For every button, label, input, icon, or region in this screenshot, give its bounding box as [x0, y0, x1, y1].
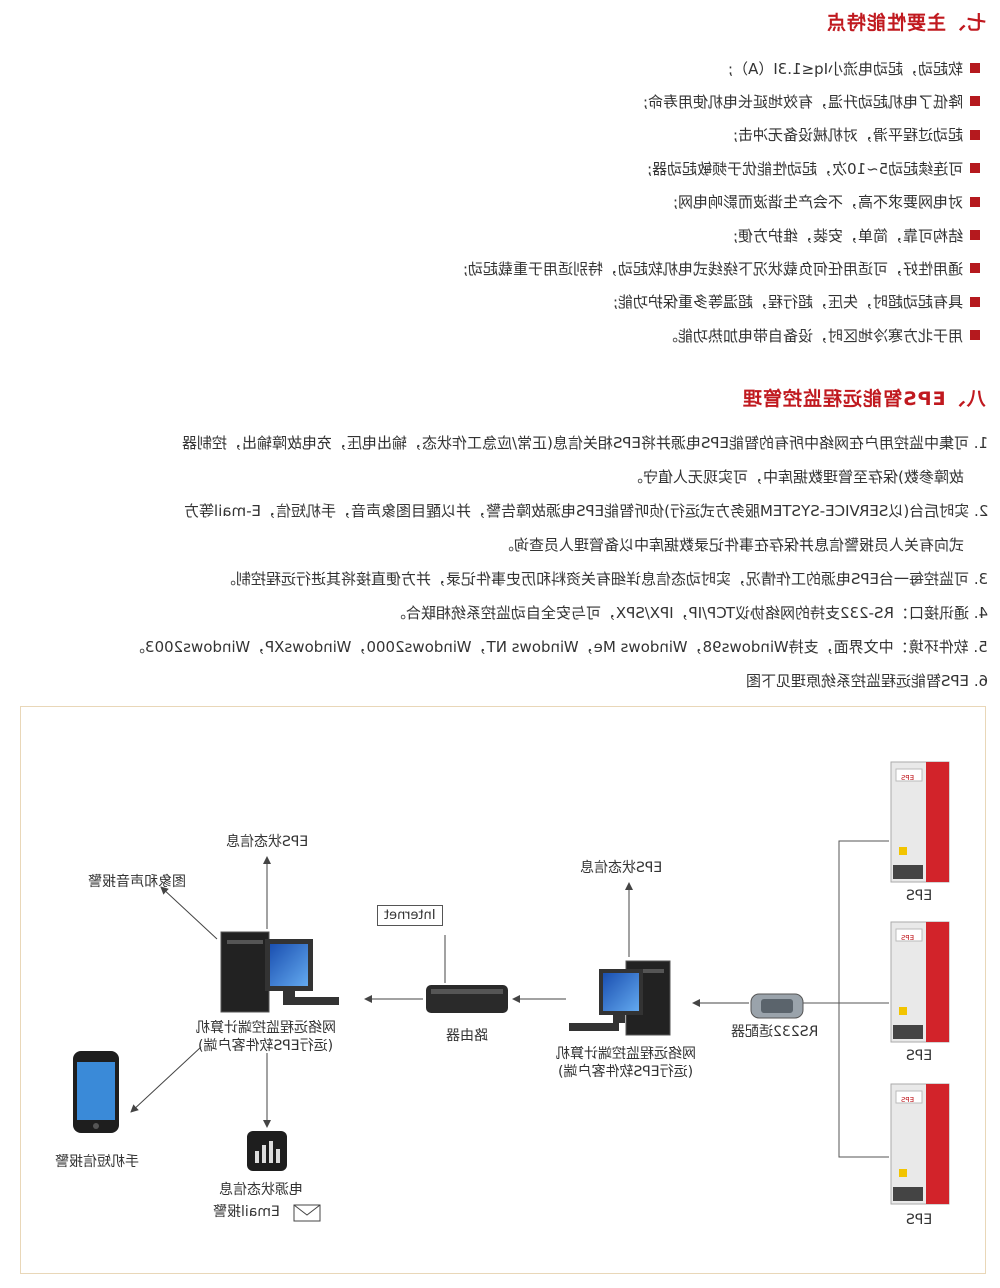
right-client-line1: 网络远程监控端计算机 — [556, 1046, 696, 1062]
bullet-square-icon — [970, 96, 980, 107]
feature-item-text: 结构可靠，简单，安装，维护方便; — [732, 226, 963, 245]
feature-item-text: 用于北方寒冷地区时，设备自带电加热功能。 — [662, 326, 963, 345]
cabinet-bracket — [803, 840, 889, 1158]
eps-feature-line: 故障参数)保存至管理数据库中，可实现无人值守。 — [628, 464, 964, 488]
email-alarm-text: Email报警 — [212, 1204, 280, 1220]
router-label: 路由器 — [427, 1027, 507, 1045]
internet-label-text: Internet — [384, 908, 436, 923]
email-icon — [293, 1204, 321, 1222]
feature-item: 降低了电机起动升温，有效地延长电机使用寿命; — [643, 89, 980, 113]
left-client-line1: 网络远程监控端计算机 — [196, 1020, 336, 1036]
feature-item-text: 软起动，起动电流小Iq≤1.3I（A）; — [727, 59, 963, 78]
router-label-text: 路由器 — [446, 1028, 488, 1044]
eps-feature-text: 2. 实时后台(以SERVICE-SYSTEM服务方式运行)侦听智能EPS电源故… — [183, 501, 988, 520]
system-diagram: EPS EPS EPS EPS EPS EPS RS232适配器 EPS状态信息… — [20, 706, 986, 1274]
cabinet-badge-2-text: EPS — [901, 934, 915, 942]
feature-item-text: 通用性好，可适用任何负载状况下绕线式电机软起动，特别适用于重载起动; — [462, 259, 963, 278]
cabinet-badge-3-text: EPS — [901, 1096, 915, 1104]
image-alarm-label: 图象和声音报警 — [67, 873, 207, 891]
section8-title: 八、EPS智能远程监控管理 — [742, 384, 986, 411]
eps-feature-text: 5. 软件环境：中文界面，支持Windows98，Windows Me，Wind… — [130, 637, 988, 656]
eps-feature-text: 6. EPS智能远程监控系统原理见下图 — [745, 671, 988, 690]
left-client-label: 网络远程监控端计算机 (运行EPS软件客户端) — [171, 1019, 361, 1055]
eps-label-3: EPS — [899, 1211, 939, 1229]
sms-alarm-label: 手机短信报警 — [37, 1153, 157, 1171]
eps-feature-text: 4. 通讯接口：RS-232支持的网络协议TCP/IP，IPX/SPX，可与安全… — [390, 603, 988, 622]
computer-left-icon — [220, 931, 339, 1013]
feature-item-text: 具有起动超时，失压，超行程，超温等多重保护功能; — [612, 293, 963, 312]
left-client-line2: (运行EPS软件客户端) — [198, 1038, 334, 1054]
cabinet-badge-1: EPS — [897, 769, 919, 787]
feature-item: 对电网要求不高，不会产生谐波而影响电网; — [673, 190, 980, 214]
eps-feature-text: 式向有关人员报警信息并保存在事件记录数据库中以备管理人员查询。 — [498, 535, 964, 554]
right-client-label: 网络远程监控端计算机 (运行EPS软件客户端) — [531, 1045, 721, 1081]
eps-feature-line: 2. 实时后台(以SERVICE-SYSTEM服务方式运行)侦听智能EPS电源故… — [184, 498, 988, 522]
router-icon — [426, 985, 508, 1013]
left-status-label: EPS状态信息 — [207, 833, 327, 851]
feature-item: 结构可靠，简单，安装，维护方便; — [733, 223, 980, 247]
power-status-text: 电源状态信息 — [219, 1182, 303, 1198]
bullet-square-icon — [970, 296, 980, 307]
eps-feature-text: 故障参数)保存至管理数据库中，可实现无人值守。 — [628, 467, 964, 486]
eps-cabinet-2 — [890, 921, 950, 1043]
bullet-square-icon — [970, 163, 980, 174]
bullet-square-icon — [970, 330, 980, 341]
power-status-label: 电源状态信息 — [201, 1181, 321, 1199]
right-client-line2: (运行EPS软件客户端) — [558, 1064, 694, 1080]
bullet-square-icon — [970, 63, 980, 73]
eps-label-1: EPS — [899, 887, 939, 905]
eps-label-2-text: EPS — [905, 1048, 933, 1064]
eps-feature-line: 6. EPS智能远程监控系统原理见下图 — [746, 668, 988, 692]
eps-feature-line: 4. 通讯接口：RS-232支持的网络协议TCP/IP，IPX/SPX，可与安全… — [391, 600, 988, 624]
eps-cabinet-1 — [890, 761, 950, 883]
eps-feature-line: 3. 可监控每一台EPS电源的工作情况，实时动态信息详细有关资料和历史事件记录，… — [221, 566, 988, 590]
feature-item-text: 降低了电机起动升温，有效地延长电机使用寿命; — [642, 92, 963, 111]
section8-title-text: 八、EPS智能远程监控管理 — [742, 388, 986, 410]
eps-feature-text: 1. 可集中监控用户在网络中所有的智能EPS电源并将EPS相关信息(正常/应急工… — [181, 433, 988, 452]
eps-label-1-text: EPS — [905, 888, 933, 904]
eps-cabinet-3 — [890, 1083, 950, 1205]
sms-alarm-text: 手机短信报警 — [55, 1154, 139, 1170]
left-status-text: EPS状态信息 — [225, 834, 309, 850]
cabinet-badge-3: EPS — [897, 1091, 919, 1109]
bullet-square-icon — [970, 263, 980, 274]
rs232-label-text: RS232适配器 — [731, 1024, 819, 1040]
power-status-icon — [247, 1131, 287, 1171]
eps-feature-line: 5. 软件环境：中文界面，支持Windows98，Windows Me，Wind… — [130, 634, 988, 658]
cabinet-badge-2: EPS — [897, 929, 919, 947]
phone-icon — [73, 1051, 119, 1133]
feature-item: 软起动，起动电流小Iq≤1.3I（A）; — [728, 56, 980, 80]
feature-item: 起动过程平滑，对机械设备无冲击; — [733, 123, 980, 147]
feature-item: 具有起动超时，失压，超行程，超温等多重保护功能; — [613, 290, 980, 314]
eps-feature-text: 3. 可监控每一台EPS电源的工作情况，实时动态信息详细有关资料和历史事件记录，… — [220, 569, 988, 588]
bullet-square-icon — [970, 196, 980, 207]
diagram-graphics — [73, 761, 950, 1222]
section7-title: 七、主要性能特点 — [826, 8, 986, 35]
rs232-label: RS232适配器 — [715, 1023, 835, 1041]
rs232-adapter-icon — [750, 993, 804, 1019]
feature-item: 通用性好，可适用任何负载状况下绕线式电机软起动，特别适用于重载起动; — [463, 256, 980, 280]
feature-item: 用于北方寒冷地区时，设备自带电加热功能。 — [663, 323, 980, 347]
section7-title-text: 七、主要性能特点 — [825, 12, 986, 34]
feature-item: 可连续起动5~10次，起动性能优于频敏起动器; — [647, 156, 980, 180]
internet-box: Internet — [377, 905, 443, 926]
eps-label-2: EPS — [899, 1047, 939, 1065]
email-alarm-label: Email报警 — [201, 1203, 291, 1221]
bullet-square-icon — [970, 230, 980, 240]
eps-label-3-text: EPS — [905, 1212, 933, 1228]
eps-feature-line: 式向有关人员报警信息并保存在事件记录数据库中以备管理人员查询。 — [499, 532, 964, 556]
cabinet-badge-1-text: EPS — [901, 774, 915, 782]
feature-item-text: 起动过程平滑，对机械设备无冲击; — [732, 126, 963, 145]
feature-item-text: 可连续起动5~10次，起动性能优于频敏起动器; — [646, 159, 963, 178]
bullet-square-icon — [970, 129, 980, 140]
image-alarm-text: 图象和声音报警 — [88, 874, 186, 890]
right-status-text: EPS状态信息 — [579, 860, 663, 876]
right-status-label: EPS状态信息 — [561, 859, 681, 877]
computer-right-icon — [569, 960, 671, 1036]
eps-feature-line: 1. 可集中监控用户在网络中所有的智能EPS电源并将EPS相关信息(正常/应急工… — [182, 430, 988, 454]
feature-item-text: 对电网要求不高，不会产生谐波而影响电网; — [672, 193, 963, 212]
